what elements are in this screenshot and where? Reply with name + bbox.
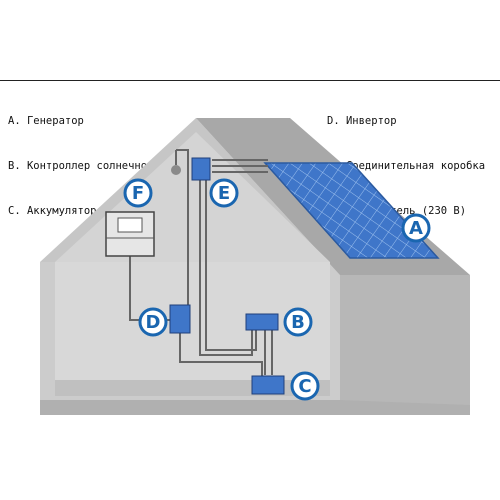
badge-d-label: D: [146, 312, 161, 333]
panel-array: [263, 162, 440, 259]
controller-body: [245, 313, 279, 331]
wire-controller-battery: [264, 330, 273, 375]
legend-item-a: A. Генератор: [8, 115, 84, 127]
ceiling-lamp: [171, 165, 181, 175]
appliance-screen: [117, 217, 143, 233]
badge-e: E: [209, 178, 239, 208]
solar-panel: [263, 162, 440, 259]
junction-box: [191, 157, 211, 181]
badge-b-label: B: [291, 312, 305, 333]
badge-c: C: [290, 371, 320, 401]
wire-junction-controller: [199, 180, 257, 356]
wire-panel-junction: [212, 159, 268, 173]
consumer-appliance: [105, 211, 155, 257]
badge-a-label: A: [409, 218, 423, 239]
inverter-body: [169, 304, 191, 334]
header-rule: [0, 80, 500, 81]
badge-a: A: [401, 213, 431, 243]
badge-b: B: [283, 307, 313, 337]
battery-body: [251, 375, 285, 395]
floor: [40, 400, 470, 415]
legend-item-d: D. Инвертор: [327, 115, 397, 127]
inverter: [169, 304, 191, 334]
inner-back-wall: [55, 262, 330, 380]
badge-d: D: [138, 307, 168, 337]
wire-lamp: [175, 149, 189, 305]
badge-e-label: E: [218, 183, 230, 204]
badge-c-label: C: [298, 376, 311, 397]
lamp-bulb: [171, 165, 181, 175]
legend-item-c: C. Аккумулятор: [8, 205, 97, 217]
side-wall: [340, 275, 470, 405]
wire-inverter-battery: [179, 330, 263, 380]
junction-box-body: [191, 157, 211, 181]
charge-controller: [245, 313, 279, 331]
badge-f: F: [123, 178, 153, 208]
inner-floor: [55, 380, 330, 396]
badge-f-label: F: [132, 183, 144, 204]
battery: [251, 375, 285, 395]
house: [40, 118, 470, 415]
